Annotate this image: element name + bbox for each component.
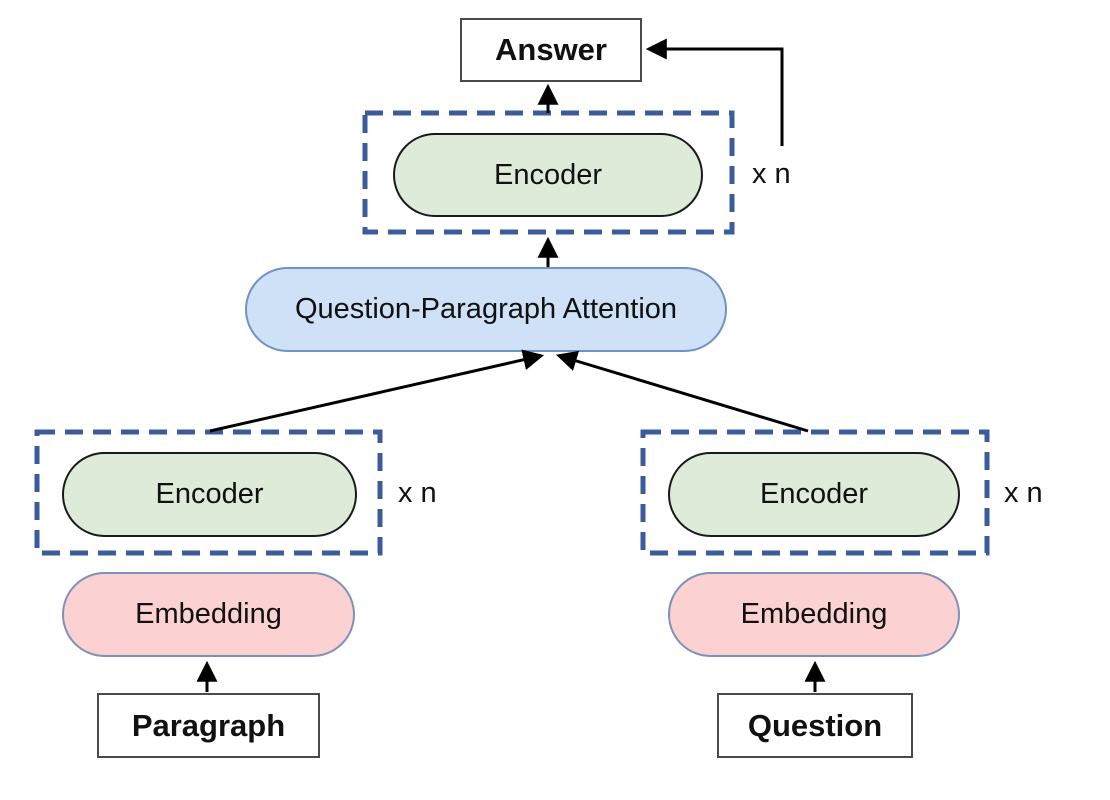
repeat-count-paragraph: x n — [398, 477, 437, 509]
paragraph-embedding-label: Embedding — [135, 598, 282, 630]
attention-label: Question-Paragraph Attention — [294, 293, 678, 325]
question-embedding-label: Embedding — [740, 598, 888, 630]
paragraph-input-box: Paragraph — [97, 693, 320, 758]
answer-label: Answer — [495, 32, 607, 67]
arrow-question-encoder-to-attention — [555, 350, 809, 433]
question-embedding-pill: Embedding — [668, 572, 960, 657]
attention-pill: Question-Paragraph Attention — [245, 267, 727, 352]
top-encoder-pill: Encoder — [393, 133, 703, 217]
paragraph-encoder-label: Encoder — [155, 478, 264, 510]
arrow-loop-to-answer — [645, 38, 784, 146]
paragraph-label: Paragraph — [131, 707, 286, 743]
paragraph-encoder-pill: Encoder — [62, 452, 357, 537]
arrow-paragraph-encoder-to-attention — [209, 349, 545, 433]
question-label: Question — [747, 707, 883, 743]
question-input-box: Question — [717, 693, 913, 758]
repeat-count-top: x n — [752, 158, 791, 190]
top-encoder-label: Encoder — [493, 158, 602, 191]
answer-box: Answer — [460, 18, 642, 82]
question-encoder-label: Encoder — [759, 478, 868, 510]
paragraph-embedding-pill: Embedding — [62, 572, 355, 657]
repeat-count-question: x n — [1004, 477, 1043, 509]
question-encoder-pill: Encoder — [668, 452, 960, 537]
